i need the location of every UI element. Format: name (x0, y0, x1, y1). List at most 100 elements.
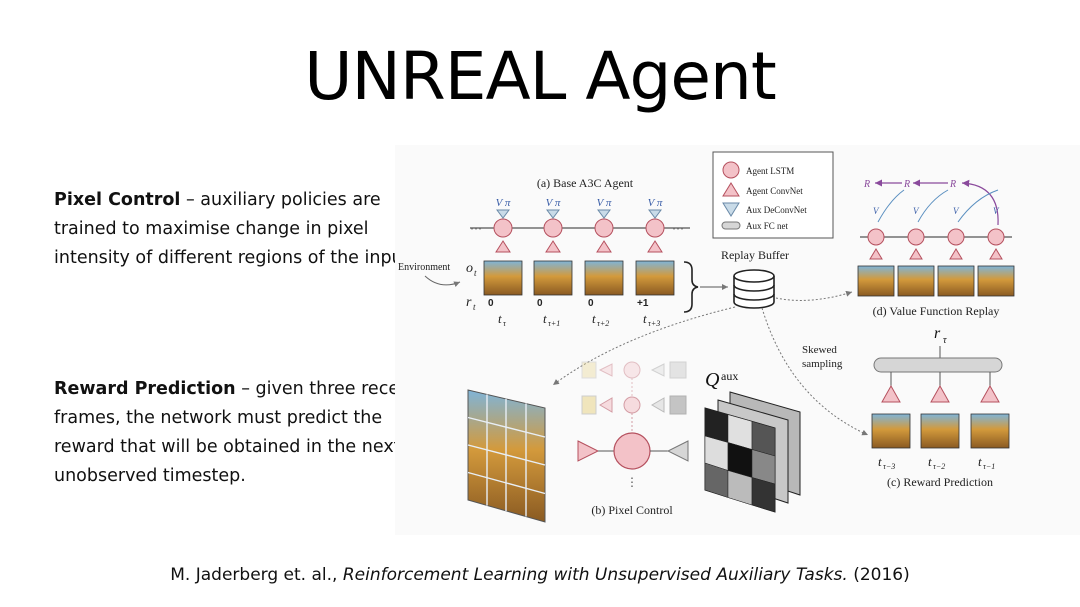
return-label: R (949, 179, 956, 190)
flow-to-value-replay (775, 290, 853, 301)
citation-paper-title: Reinforcement Learning with Unsupervised… (342, 565, 848, 585)
agent-lstm-icon (907, 228, 925, 246)
ghost-grid (669, 395, 687, 415)
agent-convnet-icon (598, 363, 613, 377)
value-label: V (873, 206, 880, 216)
panel-b-title: (b) Pixel Control (591, 503, 673, 517)
replay-buffer-label: Replay Buffer (721, 248, 789, 262)
agent-convnet-icon (599, 397, 613, 413)
game-frame (533, 260, 573, 296)
agent-lstm-icon (645, 218, 665, 238)
bullet-pixel-control: Pixel Control – auxiliary policies are t… (54, 186, 424, 273)
agent-convnet-icon (989, 248, 1003, 260)
value-policy-label: V π (648, 197, 663, 209)
aux-deconv-icon (722, 202, 740, 217)
agent-lstm-icon (623, 396, 641, 414)
ghost-grid (669, 361, 687, 379)
game-frame (977, 265, 1015, 297)
database-icon (733, 269, 775, 309)
aux-fc-icon (721, 221, 741, 230)
reward-value: +1 (637, 298, 649, 309)
panel-c-reward-prediction: r τ t τ−3 t τ−2 t τ−1 (c) Reward Predict… (871, 325, 1010, 489)
reward-target-sub: τ (943, 335, 947, 346)
game-frame (897, 265, 935, 297)
panel-a-title: (a) Base A3C Agent (537, 176, 634, 190)
flow-to-pixel-control (552, 306, 736, 386)
agent-convnet-icon (869, 248, 883, 260)
legend-agent-convnet: Agent ConvNet (746, 186, 803, 196)
replay-buffer: Replay Buffer Skewed sampling (552, 248, 869, 436)
agent-convnet-icon (495, 240, 511, 253)
observation-sub: t (474, 268, 477, 278)
game-frame (937, 265, 975, 297)
bullet-text: – given three recent frames, the network… (54, 379, 418, 486)
value-label: V (913, 206, 920, 216)
citation: M. Jaderberg et. al., Reinforcement Lear… (0, 565, 1080, 585)
aux-deconv-icon (597, 209, 611, 219)
time-sub: τ+2 (597, 319, 609, 328)
reward-sub: t (473, 302, 476, 312)
agent-convnet-icon (545, 240, 561, 253)
agent-convnet-icon (930, 384, 950, 403)
aux-fc-icon (873, 357, 1003, 373)
agent-lstm-icon (594, 218, 614, 238)
panel-b-pixel-control: ⋮ Q aux (b) Pixel Control (467, 361, 801, 523)
time-sub: τ−1 (983, 462, 995, 471)
reward-value: 0 (488, 298, 494, 309)
bullet-reward-prediction: Reward Prediction – given three recent f… (54, 375, 424, 491)
aux-deconv-icon (496, 209, 510, 219)
value-link (917, 189, 949, 223)
legend-agent-lstm: Agent LSTM (746, 166, 794, 176)
slide-title: UNREAL Agent (304, 38, 777, 115)
return-label: R (903, 179, 910, 190)
panel-d-title: (d) Value Function Replay (873, 304, 1000, 318)
aux-deconv-icon (546, 209, 560, 219)
panel-a-base-a3c: (a) Base A3C Agent V π V π V π V π ··· ·… (398, 176, 728, 328)
agent-convnet-icon (949, 248, 963, 260)
aux-deconv-icon (650, 363, 665, 377)
citation-year: (2016) (847, 565, 910, 585)
panel-c-title: (c) Reward Prediction (887, 475, 993, 489)
sampling-label: sampling (802, 358, 843, 370)
value-link (957, 189, 999, 223)
aux-deconv-icon (648, 209, 662, 219)
qaux-label: Q (705, 369, 720, 391)
reward-value: 0 (537, 298, 543, 309)
value-policy-label: V π (597, 197, 612, 209)
citation-authors: M. Jaderberg et. al., (170, 565, 343, 585)
reward-target-label: r (934, 325, 941, 342)
agent-lstm-icon (623, 361, 641, 379)
observation-label: o (466, 261, 473, 276)
time-label: t (592, 311, 596, 326)
bullet-term: Reward Prediction (54, 379, 236, 399)
legend: Agent LSTM Agent ConvNet Aux DeConvNet A… (712, 151, 834, 239)
time-label: t (928, 454, 932, 469)
time-sub: τ−3 (883, 462, 895, 471)
time-label: t (643, 311, 647, 326)
time-label: t (978, 454, 982, 469)
environment-arrow (424, 275, 461, 288)
reward-label: r (466, 295, 472, 310)
agent-lstm-icon (722, 161, 740, 179)
legend-aux-fc: Aux FC net (746, 221, 789, 231)
time-sub: τ (503, 319, 507, 328)
game-frame (483, 260, 523, 296)
return-label: R (863, 179, 870, 190)
ghost-frame (581, 395, 597, 415)
agent-lstm-icon (543, 218, 563, 238)
game-frame (970, 413, 1010, 449)
qaux-sup: aux (721, 369, 738, 383)
value-label: V (953, 206, 960, 216)
agent-convnet-icon (596, 240, 612, 253)
agent-lstm-icon (613, 432, 651, 470)
agent-lstm-icon (987, 228, 1005, 246)
time-sub: τ−2 (933, 462, 945, 471)
agent-convnet-icon (722, 182, 740, 197)
time-label: t (878, 454, 882, 469)
chain-ellipsis-right: ··· (672, 221, 684, 235)
agent-lstm-icon (867, 228, 885, 246)
time-label: t (498, 311, 502, 326)
ghost-frame (581, 361, 597, 379)
brace-icon (683, 261, 699, 313)
